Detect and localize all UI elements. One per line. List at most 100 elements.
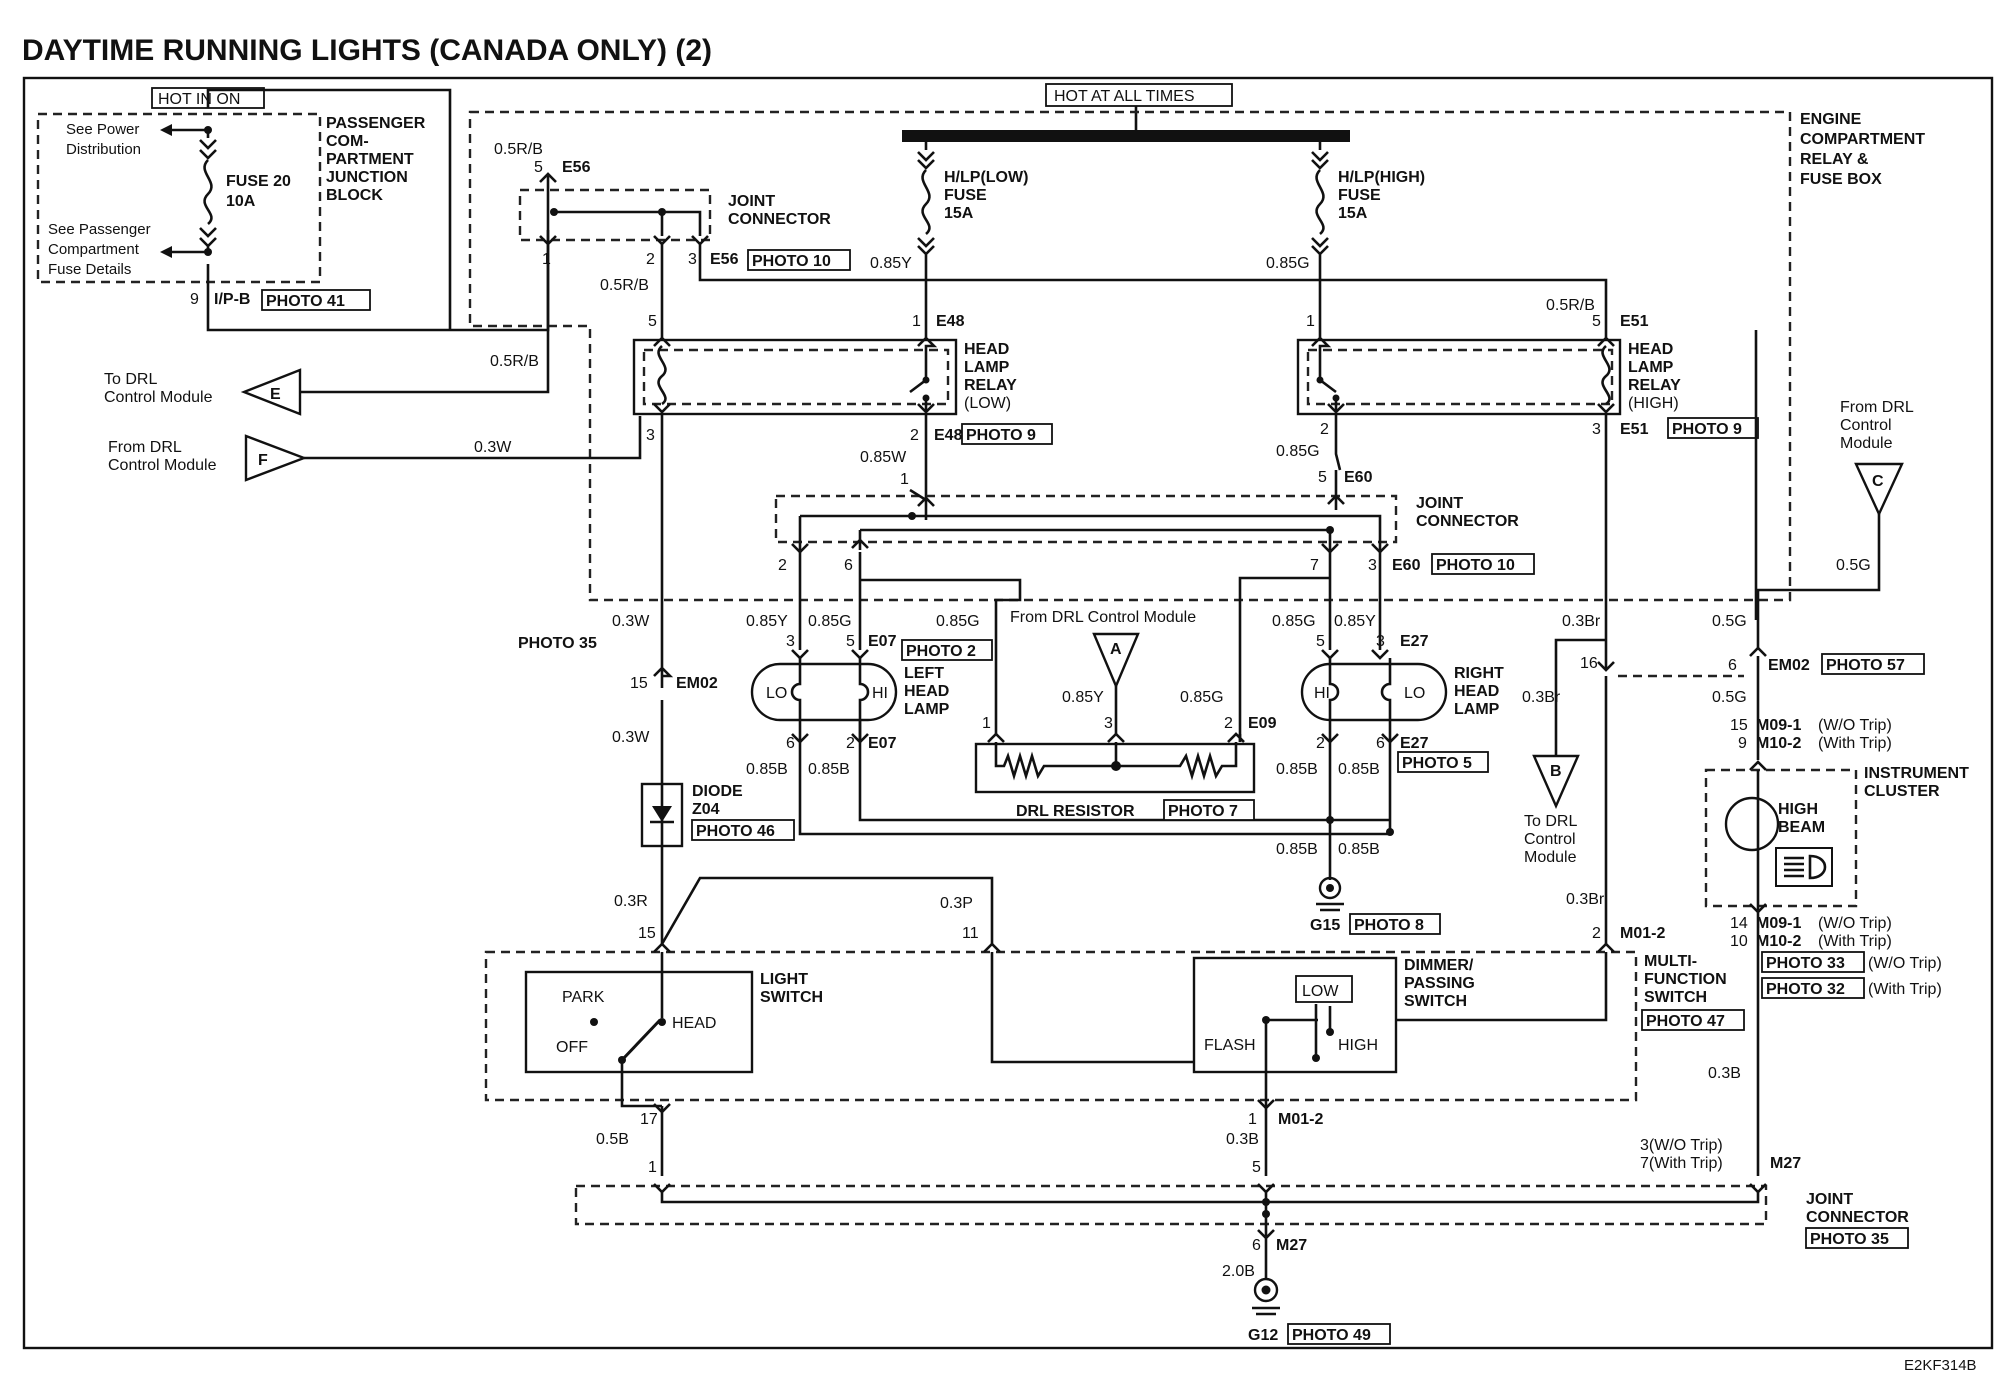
to-drl-b-label-3: Module	[1524, 849, 1577, 866]
pin-label: 5	[1318, 469, 1327, 486]
wire-label: 0.3P	[940, 895, 973, 912]
cluster-conn-top-2: M10-2	[1756, 735, 1801, 752]
right-head-lamp: HI LO 5 3 E27 RIGHT HEAD LAMP 2 6 E27 PH…	[1276, 633, 1504, 778]
pin-label: 7	[1310, 557, 1319, 574]
see-power-label-2: Distribution	[66, 141, 141, 158]
m01-2-label: M01-2	[1620, 925, 1665, 942]
wire-label: 0.5R/B	[1546, 297, 1595, 314]
wire-label: 0.3B	[1708, 1065, 1741, 1082]
ecrfb-name-3: RELAY &	[1800, 151, 1869, 168]
cluster-conn-bot-1: M09-1	[1756, 915, 1801, 932]
wire-label: 0.85B	[746, 761, 788, 778]
hot-in-on-label: HOT IN ON	[158, 91, 240, 108]
cluster-note-bot-1: (W/O Trip)	[1818, 915, 1892, 932]
pin-label: 2	[646, 251, 655, 268]
photo-9-badge-high: PHOTO 9	[1672, 421, 1742, 438]
right-lamp-label-3: LAMP	[1454, 701, 1500, 718]
wire-label: 0.3W	[612, 729, 650, 746]
e56-connector-label: E56	[562, 159, 591, 176]
photo-57-badge: PHOTO 57	[1826, 657, 1905, 674]
from-drl-label-2: Control Module	[108, 457, 217, 474]
ecrfb-name-2: COMPARTMENT	[1800, 131, 1925, 148]
pin-label: 10	[1730, 933, 1748, 950]
pin-label: 1	[542, 251, 551, 268]
passenger-junction-block: HOT IN ON See Power Distribution FUSE 20…	[36, 87, 550, 332]
cluster-note-top-1: (W/O Trip)	[1818, 717, 1892, 734]
wire-label: 0.5R/B	[490, 353, 539, 370]
high-beam-label-2: BEAM	[1778, 819, 1825, 836]
ipb-pin-9: 9	[190, 291, 199, 308]
e48-label-2: E48	[934, 427, 963, 444]
pin-label: 15	[638, 925, 656, 942]
photo-8-badge: PHOTO 8	[1354, 917, 1424, 934]
pin-label: 2	[1224, 715, 1233, 732]
wire-label: 2.0B	[1222, 1263, 1255, 1280]
flash-position: FLASH	[1204, 1037, 1256, 1054]
dimmer-label-3: SWITCH	[1404, 993, 1467, 1010]
relay-low-label-1: HEAD	[964, 341, 1009, 358]
wire-label: 0.3W	[612, 613, 650, 630]
pin-label: 9	[1738, 735, 1747, 752]
wire-label: 0.85B	[808, 761, 850, 778]
pin-label: 5	[846, 633, 855, 650]
photo-2-badge: PHOTO 2	[906, 643, 976, 660]
connector-letter: F	[258, 452, 268, 469]
g15-label: G15	[1310, 917, 1340, 934]
pin-label: 3	[1376, 633, 1385, 650]
photo-46-badge: PHOTO 46	[696, 823, 775, 840]
pin-label: 1	[982, 715, 991, 732]
photo-35-badge: PHOTO 35	[1810, 1231, 1889, 1248]
e27-label-2: E27	[1400, 735, 1429, 752]
ground-g12: G12 PHOTO 49	[1248, 1277, 1391, 1345]
pin-label: 3(W/O Trip)	[1640, 1137, 1723, 1154]
fuse-high-rating: 15A	[1338, 205, 1368, 222]
joint2-label-2: CONNECTOR	[1416, 513, 1519, 530]
left-head-lamp: LO HI 3 5 E07 PHOTO 2 LEFT HEAD LAMP 6 2…	[746, 633, 993, 778]
high-beam-icon	[1775, 847, 1833, 887]
pin-label: 2	[910, 427, 919, 444]
wire-label: 0.85B	[1276, 761, 1318, 778]
from-drl-c-label-2: Control	[1840, 417, 1892, 434]
wire-label: 0.3Br	[1522, 689, 1561, 706]
joint3-label-1: JOINT	[1806, 1191, 1853, 1208]
right-lamp-label-1: RIGHT	[1454, 665, 1504, 682]
joint-connector-e60: 1 5 E60 JOINT CONNECTOR 2 6 7 3 E60 PHOT…	[774, 469, 1535, 575]
right-circuit: 0.3Br 16 0.3Br B To DRL Control Module 0…	[1522, 613, 1744, 944]
pin-label: 15	[1730, 717, 1748, 734]
photo-41-badge: PHOTO 41	[266, 293, 345, 310]
from-drl-a-label: From DRL Control Module	[1010, 609, 1196, 626]
relay-low-label-2: LAMP	[964, 359, 1010, 376]
right-lamp-hi: HI	[1314, 685, 1330, 702]
pin-label: 2	[1592, 925, 1601, 942]
pin-label: 3	[1104, 715, 1113, 732]
connector-letter: C	[1872, 473, 1884, 490]
joint3-label-2: CONNECTOR	[1806, 1209, 1909, 1226]
from-drl-module-c: From DRL Control Module C 0.5G 0.5G 6 EM…	[1712, 330, 1925, 760]
relay-high-label-3: RELAY	[1628, 377, 1681, 394]
see-passenger-label-3: Fuse Details	[48, 261, 131, 278]
pin-label: 2	[778, 557, 787, 574]
photo-49-badge: PHOTO 49	[1292, 1327, 1371, 1344]
pin-label: 3	[786, 633, 795, 650]
e60-label-2: E60	[1392, 557, 1421, 574]
joint2-label-1: JOINT	[1416, 495, 1463, 512]
pin-label: 1	[1248, 1111, 1257, 1128]
e48-label: E48	[936, 313, 965, 330]
pin-label: 6	[786, 735, 795, 752]
cluster-label-2: CLUSTER	[1864, 783, 1940, 800]
pin-label: 6	[1728, 657, 1737, 674]
fuse-low-label-2: FUSE	[944, 187, 987, 204]
pin-label: 5	[1316, 633, 1325, 650]
left-lamp-hi: HI	[872, 685, 888, 702]
wire-label: 0.85W	[860, 449, 907, 466]
pin-label: 6	[1252, 1237, 1261, 1254]
wire-label: 0.85G	[1180, 689, 1224, 706]
engine-relay-fuse-box	[468, 110, 1792, 602]
mfs-label-2: FUNCTION	[1644, 971, 1727, 988]
fuse-low-label: H/LP(LOW)	[944, 169, 1028, 186]
wire-label: 0.85G	[1266, 255, 1310, 272]
pin-label: 1	[912, 313, 921, 330]
e51-label: E51	[1620, 313, 1649, 330]
wire-label: 0.3R	[614, 893, 648, 910]
